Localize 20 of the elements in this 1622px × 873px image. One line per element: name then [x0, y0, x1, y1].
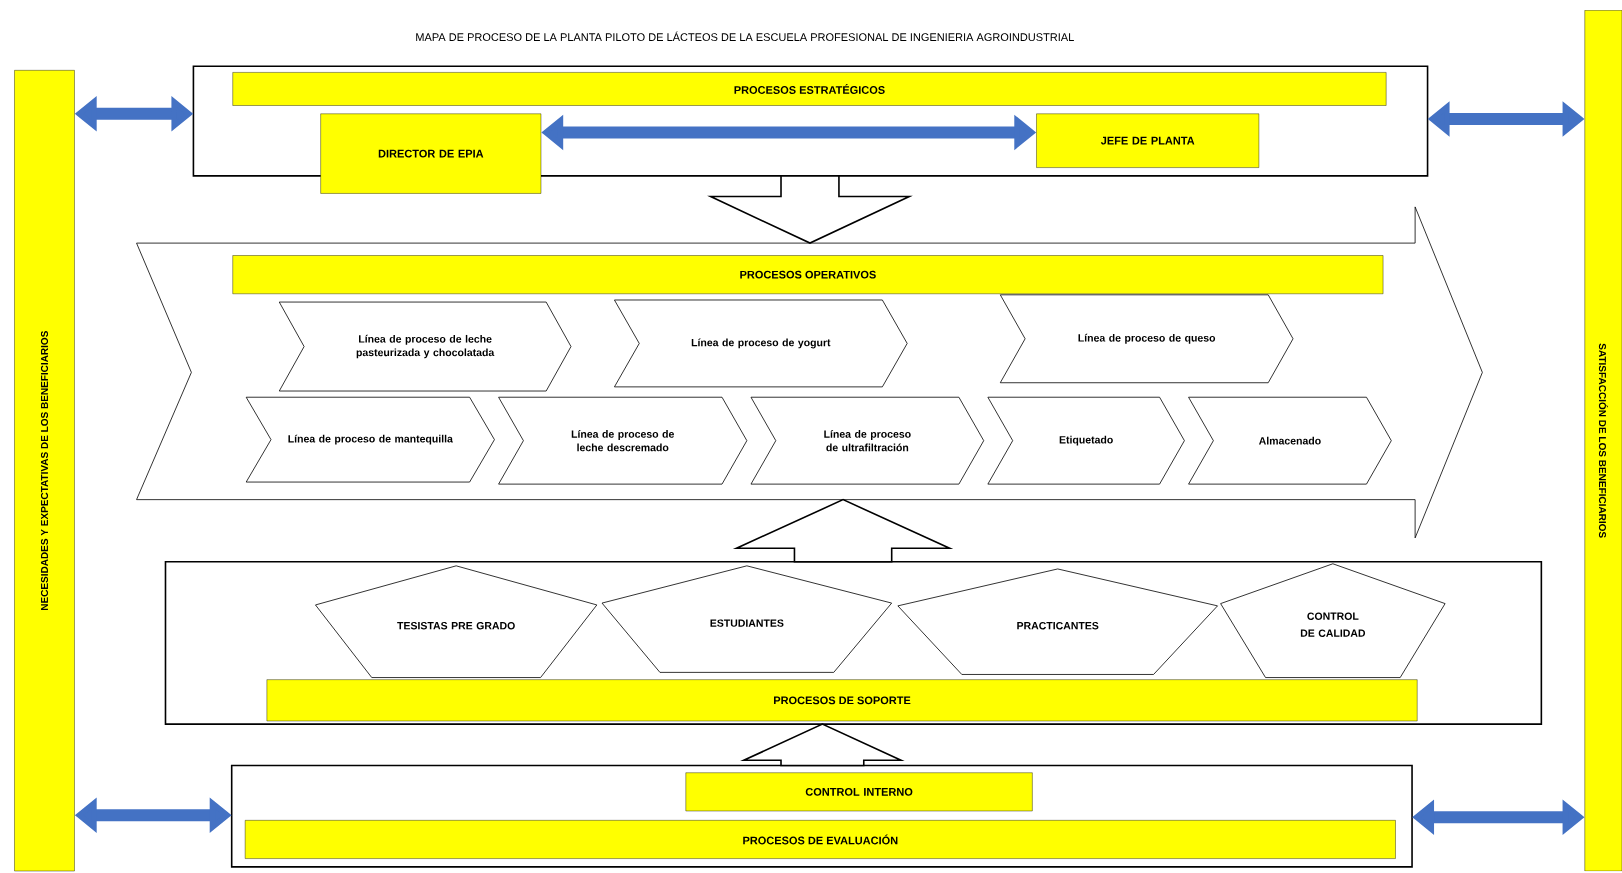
side-band: NECESIDADES Y EXPECTATIVAS DE LOS BENEFICIARIOS — [14, 70, 75, 872]
diagram-title: MAPA DE PROCESO DE LA PLANTA PILOTO DE LÁCTEOS DE LA ESCUELA PROFESIONAL DE INGENIERIA AGROINDUSTRIAL — [416, 31, 1074, 41]
process-step: Línea de proceso de leche pasteurizada y chocolatada — [278, 301, 572, 392]
process-step: Etiquetado — [987, 396, 1185, 485]
pentagon: CONTROL DE CALIDAD — [1220, 563, 1446, 678]
process-step: Línea de proceso de yogurt — [614, 299, 908, 388]
process-step: Línea de proceso de mantequilla — [245, 396, 495, 483]
side-band: SATISFACCIÓN DE LOS BENEFICIARIOS — [1584, 10, 1622, 872]
block-arrow — [740, 723, 905, 767]
role-box: JEFE DE PLANTA — [1036, 113, 1260, 168]
pentagon: ESTUDIANTES — [601, 565, 893, 673]
process-step: Línea de proceso de queso — [999, 294, 1294, 384]
process-step: Almacenado — [1188, 396, 1392, 485]
block-arrow — [707, 175, 913, 244]
process-step: Línea de proceso de leche descremado — [498, 396, 748, 485]
block-arrow — [732, 498, 954, 563]
role-box: DIRECTOR DE EPIA — [320, 113, 542, 194]
pentagon: TESISTAS PRE GRADO — [315, 565, 598, 678]
role-box: CONTROL INTERNO — [685, 772, 1033, 812]
pentagon: PRACTICANTES — [897, 568, 1218, 675]
